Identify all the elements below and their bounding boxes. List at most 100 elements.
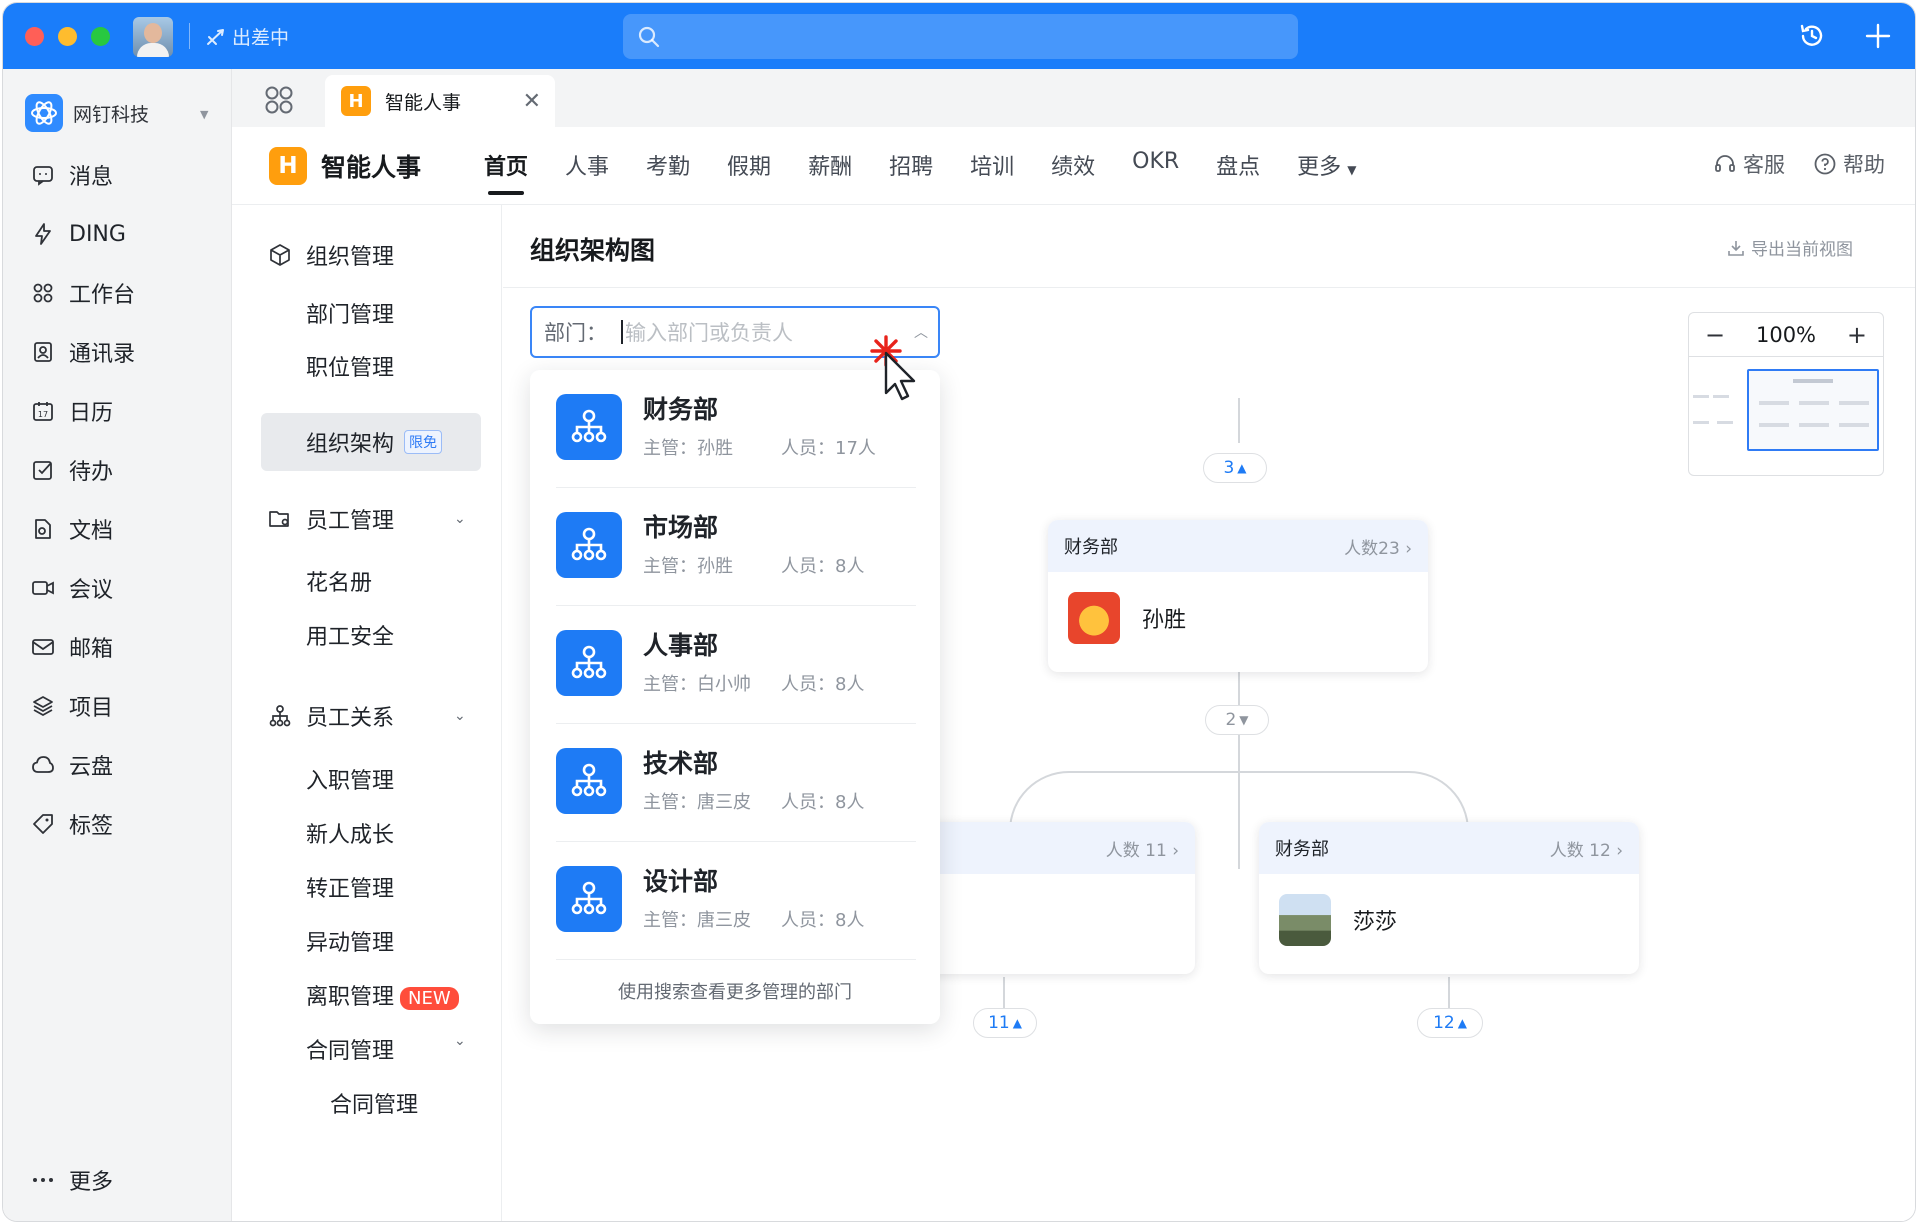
- nav-item-more[interactable]: 更多: [31, 1160, 113, 1200]
- app-tab-smart-hr[interactable]: H 智能人事 ✕: [325, 75, 555, 127]
- org-structure-icon: [556, 748, 622, 814]
- expand-left-badge[interactable]: 11▲: [973, 1008, 1037, 1038]
- org-node-root[interactable]: 财务部 人数23 › 孙胜: [1048, 520, 1428, 672]
- menu-leave[interactable]: 假期: [727, 155, 772, 180]
- nav-item-meeting[interactable]: 会议: [31, 568, 113, 608]
- history-icon[interactable]: [1797, 21, 1827, 51]
- app-tab-label: 智能人事: [385, 91, 462, 114]
- menu-performance[interactable]: 绩效: [1051, 155, 1096, 180]
- nav-item-contacts[interactable]: 通讯录: [31, 332, 135, 372]
- app-grid-icon[interactable]: [264, 85, 294, 115]
- menu-attendance[interactable]: 考勤: [646, 155, 691, 180]
- minimize-window-button[interactable]: [58, 27, 77, 46]
- section-employee-management[interactable]: 员工管理 ⌄: [268, 503, 466, 535]
- zoom-out-button[interactable]: −: [1705, 320, 1726, 349]
- menu-more[interactable]: 更多▼: [1297, 149, 1356, 181]
- expand-right-badge[interactable]: 12▲: [1417, 1008, 1483, 1038]
- org-switcher[interactable]: 网钉科技 ▼: [25, 94, 208, 132]
- sub-item-transfer[interactable]: 异动管理: [306, 931, 395, 956]
- menu-okr[interactable]: OKR: [1132, 149, 1180, 174]
- lightning-icon: [35, 223, 51, 245]
- dropdown-option[interactable]: 人事部 主管：白小帅人员：8人: [556, 606, 916, 724]
- help-button[interactable]: 帮助: [1813, 149, 1885, 179]
- dropdown-option[interactable]: 财务部 主管：孙胜人员：17人: [556, 370, 916, 488]
- chevron-up-icon[interactable]: ︿: [914, 325, 928, 341]
- dropdown-option[interactable]: 市场部 主管：孙胜人员：8人: [556, 488, 916, 606]
- sub-item-roster[interactable]: 花名册: [306, 571, 373, 596]
- menu-review[interactable]: 盘点: [1216, 155, 1261, 180]
- user-status[interactable]: 出差中: [206, 23, 289, 50]
- sub-item-dept-management[interactable]: 部门管理: [306, 303, 395, 328]
- section-employee-relations[interactable]: 员工关系 ⌄: [268, 700, 466, 732]
- sub-item-onboarding[interactable]: 入职管理: [306, 769, 395, 794]
- app-brand: H 智能人事: [269, 147, 421, 185]
- export-view-button[interactable]: 导出当前视图: [1727, 235, 1853, 260]
- expand-up-badge[interactable]: 3▲: [1203, 453, 1267, 483]
- org-node-count: 人数 11 ›: [1105, 840, 1179, 861]
- sub-item-org-chart[interactable]: 组织架构 限免: [261, 413, 481, 471]
- chevron-up-icon: ▲: [1012, 1016, 1022, 1030]
- dropdown-footer-hint: 使用搜索查看更多管理的部门: [618, 982, 852, 1003]
- contacts-icon: [34, 342, 52, 362]
- sub-item-contract-management[interactable]: 合同管理: [330, 1093, 419, 1118]
- org-structure-icon: [556, 866, 622, 932]
- menu-recruit[interactable]: 招聘: [889, 155, 934, 180]
- global-search-input[interactable]: [623, 14, 1298, 59]
- video-icon: [32, 581, 54, 595]
- sub-item-contract-section[interactable]: 合同管理 ⌄: [306, 1033, 466, 1065]
- nav-item-project[interactable]: 项目: [31, 686, 113, 726]
- sub-item-work-safety[interactable]: 用工安全: [306, 625, 395, 650]
- nav-item-label: DING: [69, 221, 126, 247]
- nav-item-mail[interactable]: 邮箱: [31, 627, 113, 667]
- airplane-icon: [207, 28, 224, 45]
- dropdown-option[interactable]: 技术部 主管：唐三皮人员：8人: [556, 724, 916, 842]
- menu-salary[interactable]: 薪酬: [808, 155, 853, 180]
- minimap-viewport[interactable]: [1747, 369, 1879, 451]
- option-meta: 主管：唐三皮人员：8人: [643, 792, 865, 813]
- manager-name: 莎莎: [1353, 910, 1398, 935]
- cloud-icon: [32, 756, 54, 773]
- nav-item-message[interactable]: 消息: [31, 155, 113, 195]
- menu-home[interactable]: 首页: [484, 149, 528, 195]
- nav-item-todo[interactable]: 待办: [31, 450, 113, 490]
- nav-item-calendar[interactable]: 17 日历: [31, 391, 113, 431]
- org-structure-icon: [556, 512, 622, 578]
- menu-personnel[interactable]: 人事: [565, 155, 610, 180]
- maximize-window-button[interactable]: [91, 27, 110, 46]
- section-org-management[interactable]: 组织管理: [268, 239, 394, 271]
- caret-down-icon: ▼: [200, 108, 209, 121]
- dropdown-option[interactable]: 设计部 主管：唐三皮人员：8人: [556, 842, 916, 960]
- mouse-cursor-icon: [870, 335, 916, 401]
- sub-item-regularization[interactable]: 转正管理: [306, 877, 395, 902]
- project-icon: [33, 696, 53, 717]
- zoom-in-button[interactable]: +: [1846, 320, 1867, 349]
- nav-item-workbench[interactable]: 工作台: [31, 273, 135, 313]
- nav-item-cloud[interactable]: 云盘: [31, 745, 113, 785]
- org-node-dept: 财务部: [1064, 537, 1118, 558]
- org-node-right[interactable]: 财务部 人数 12 › 莎莎: [1259, 822, 1639, 974]
- org-tree-icon: [269, 705, 291, 727]
- nav-item-ding[interactable]: DING: [31, 214, 126, 254]
- close-window-button[interactable]: [25, 27, 44, 46]
- customer-service-button[interactable]: 客服: [1713, 149, 1785, 179]
- user-avatar[interactable]: [133, 17, 173, 57]
- option-meta: 主管：白小帅人员：8人: [643, 674, 865, 695]
- option-dept-name: 市场部: [643, 513, 719, 542]
- smart-hr-logo-icon: H: [341, 86, 371, 116]
- collapse-badge[interactable]: 2▼: [1205, 705, 1269, 735]
- message-icon: [33, 166, 53, 186]
- org-node-header: 财务部 人数 12 ›: [1259, 822, 1639, 874]
- close-tab-icon[interactable]: ✕: [522, 89, 541, 114]
- plus-icon[interactable]: [1863, 21, 1893, 51]
- chevron-up-icon: ▲: [1457, 1016, 1467, 1030]
- menu-training[interactable]: 培训: [970, 155, 1015, 180]
- dept-search-input[interactable]: 部门： 输入部门或负责人 ︿: [530, 306, 940, 358]
- connector-line: [1003, 977, 1005, 1015]
- main-content: 组织架构图 导出当前视图 3▲ 财务部 人数23 › 孙胜 2▼: [503, 205, 1915, 1221]
- nav-item-tag[interactable]: 标签: [31, 804, 113, 844]
- manager-avatar: [1068, 592, 1120, 644]
- nav-item-docs[interactable]: 文档: [31, 509, 113, 549]
- sub-item-newcomer-growth[interactable]: 新人成长: [306, 823, 395, 848]
- sub-item-position-management[interactable]: 职位管理: [306, 356, 395, 381]
